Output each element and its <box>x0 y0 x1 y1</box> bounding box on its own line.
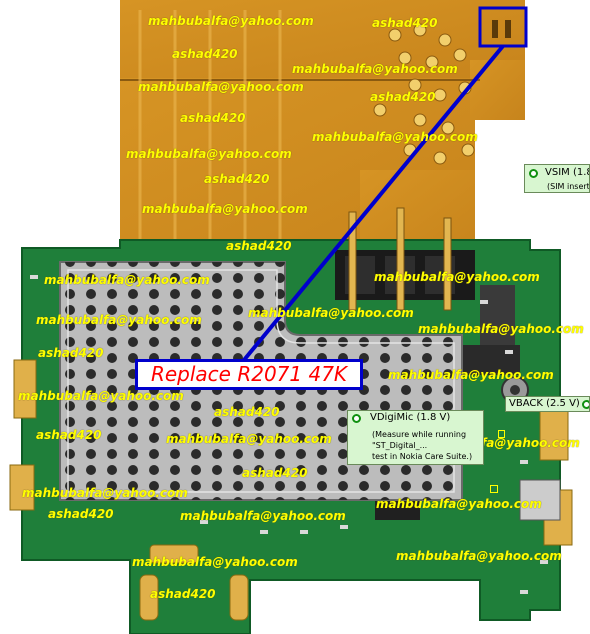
test-point-title: VDigiMic (1.8 V) <box>370 412 451 423</box>
test-point-dot-icon <box>582 400 589 409</box>
test-point-note-line: test in Nokia Care Suite.) <box>372 452 473 461</box>
highlight-marker <box>242 6 528 362</box>
test-pad-marker <box>490 485 498 493</box>
test-point-vback: VBACK (2.5 V) <box>505 396 590 412</box>
test-point-note: (SIM insert <box>547 182 590 191</box>
test-point-dot-icon <box>529 169 538 178</box>
replace-resistor-callout: Replace R2071 47K <box>135 359 363 390</box>
test-pad-marker <box>498 430 505 438</box>
test-point-vsim: VSIM (1.8 (SIM insert <box>524 164 590 193</box>
flex-cable <box>120 0 525 255</box>
test-point-title: VBACK (2.5 V) <box>509 398 580 409</box>
test-point-note-line: "ST_Digital_... <box>372 441 428 450</box>
test-point-title: VSIM (1.8 <box>545 167 590 178</box>
test-point-vdigimic: VDigiMic (1.8 V) (Measure while running … <box>347 410 484 465</box>
test-point-dot-icon <box>352 414 361 423</box>
test-point-note-line: (Measure while running <box>372 430 467 439</box>
